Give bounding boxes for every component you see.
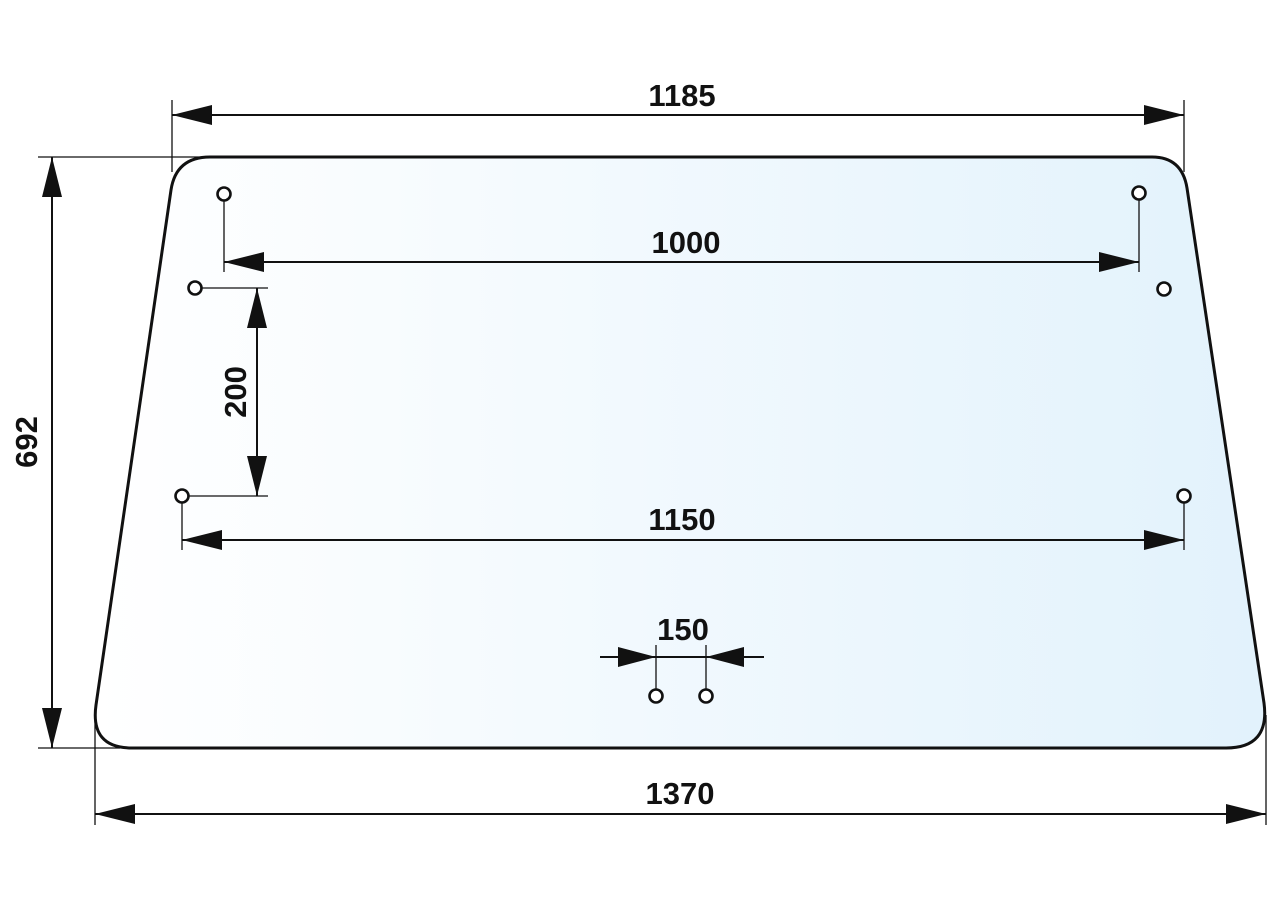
hole-lower-right [1176, 488, 1192, 504]
dimension-bottom-hole-spacing: 150 [600, 612, 764, 690]
dimension-top-width: 1185 [171, 78, 1185, 172]
hole-upper-right [1156, 281, 1172, 297]
dimension-label-bottom-hole-spacing: 150 [657, 612, 709, 647]
dimension-label-height: 692 [9, 416, 44, 468]
hole-bottom-right [698, 688, 714, 704]
dimension-vertical-hole-spacing: 200 [188, 287, 268, 497]
dimension-label-upper-hole-spacing: 1000 [652, 225, 721, 260]
dimension-label-lower-hole-spacing: 1150 [648, 502, 715, 537]
dimension-height: 692 [9, 156, 205, 749]
hole-bottom-left [648, 688, 664, 704]
mounting-holes [174, 185, 1192, 704]
hole-lower-left [174, 488, 190, 504]
dimension-bottom-width: 1370 [94, 715, 1267, 825]
dimension-label-top-width: 1185 [648, 78, 715, 113]
dimension-lower-hole-spacing: 1150 [181, 502, 1185, 550]
glass-outline [93, 155, 1267, 750]
hole-top-right [1131, 185, 1147, 201]
hole-top-left [216, 186, 232, 202]
hole-upper-left [187, 280, 203, 296]
dimension-label-bottom-width: 1370 [646, 776, 715, 811]
dimension-upper-hole-spacing: 1000 [223, 199, 1140, 272]
dimension-label-vertical-hole-spacing: 200 [218, 366, 253, 418]
